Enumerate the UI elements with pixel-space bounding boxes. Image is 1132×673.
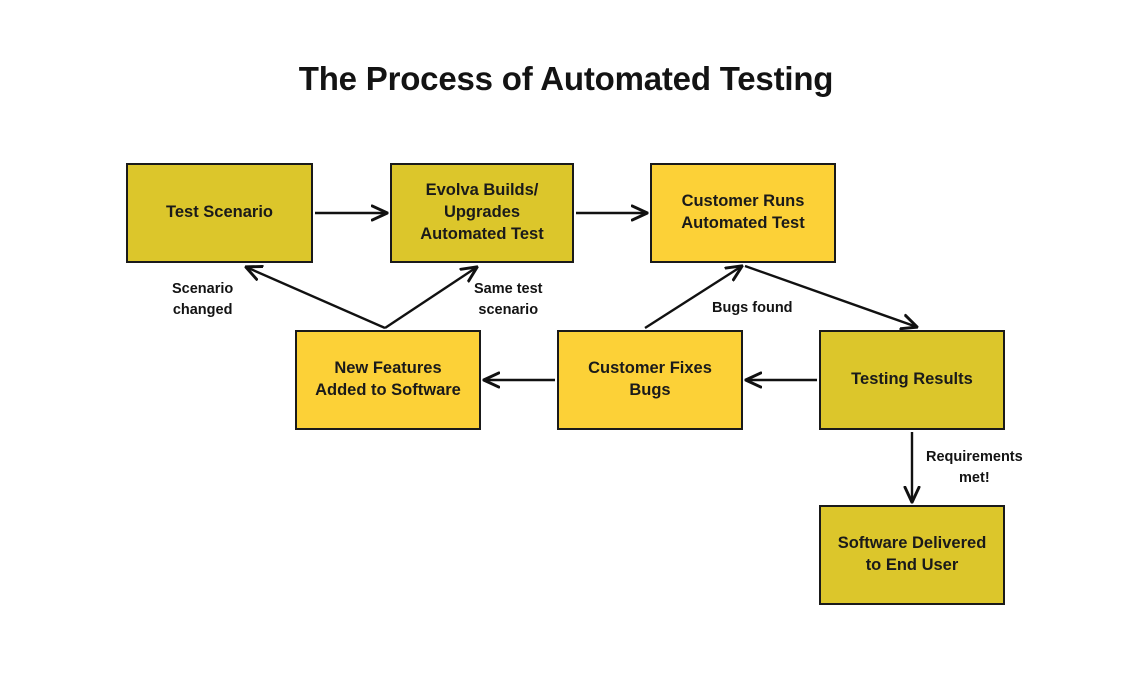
node-customer-runs-automated-test[interactable]: Customer Runs Automated Test xyxy=(650,163,836,263)
edge-label-requirements-met: Requirements met! xyxy=(926,449,1023,487)
edge-label-bugs-found: Bugs found xyxy=(712,300,793,316)
node-evolva-builds[interactable]: Evolva Builds/ Upgrades Automated Test xyxy=(390,163,574,263)
node-software-delivered[interactable]: Software Delivered to End User xyxy=(819,505,1005,605)
node-testing-results[interactable]: Testing Results xyxy=(819,330,1005,430)
arrow-new-features-to-evolva xyxy=(384,267,477,330)
node-customer-fixes-bugs[interactable]: Customer Fixes Bugs xyxy=(557,330,743,430)
edge-label-same-test-scenario: Same test scenario xyxy=(474,281,543,319)
edge-label-scenario-changed: Scenario changed xyxy=(172,281,234,319)
node-test-scenario[interactable]: Test Scenario xyxy=(126,163,313,263)
page-title: The Process of Automated Testing xyxy=(298,60,834,97)
node-new-features-added[interactable]: New Features Added to Software xyxy=(295,330,481,430)
arrow-new-features-to-test-scenario xyxy=(246,267,386,330)
